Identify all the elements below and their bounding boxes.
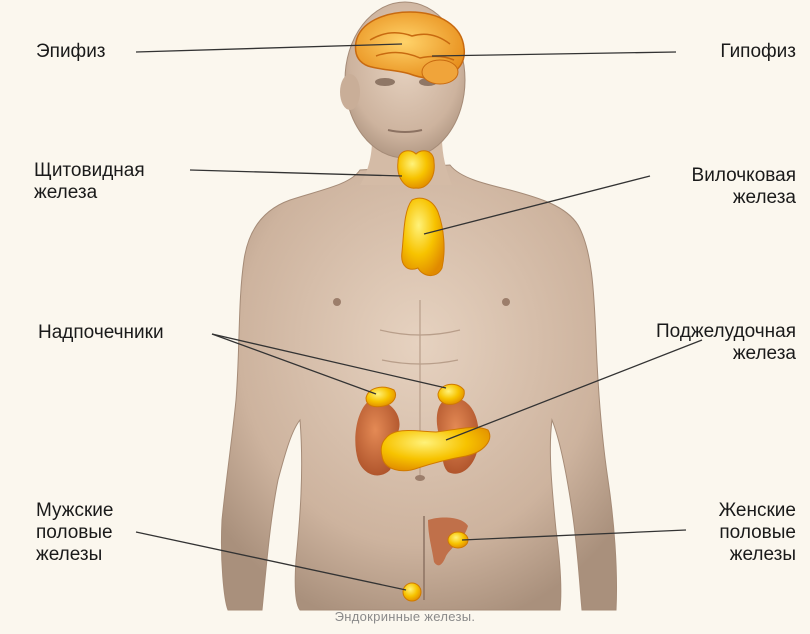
label-male-gonads-line-2: половые [36, 522, 113, 544]
label-thyroid-line-1: Щитовидная [34, 160, 145, 182]
label-thymus-line-2: железа [692, 187, 796, 209]
label-thymus-line-1: Вилочковая [692, 165, 796, 187]
label-female-gonads: Женские половые железы [719, 500, 796, 566]
label-pancreas: Поджелудочная железа [656, 321, 796, 365]
label-epiphysis: Эпифиз [36, 41, 106, 63]
label-pituitary: Гипофиз [720, 41, 796, 63]
label-female-gonads-line-1: Женские [719, 500, 796, 522]
nipple-right [502, 298, 510, 306]
nipple-left [333, 298, 341, 306]
ear [340, 74, 360, 110]
figure-caption: Эндокринные железы. [0, 609, 810, 624]
label-female-gonads-line-3: железы [719, 544, 796, 566]
label-male-gonads-line-3: железы [36, 544, 113, 566]
label-adrenal: Надпочечники [38, 322, 164, 344]
label-pancreas-line-1: Поджелудочная [656, 321, 796, 343]
thyroid-gland [398, 151, 435, 188]
cerebellum [422, 60, 458, 84]
leader-pituitary [432, 52, 676, 56]
label-thymus: Вилочковая железа [692, 165, 796, 209]
navel [415, 475, 425, 481]
label-thyroid: Щитовидная железа [34, 160, 145, 204]
label-adrenal-text: Надпочечники [38, 322, 164, 343]
label-male-gonads-line-1: Мужские [36, 500, 113, 522]
label-male-gonads: Мужские половые железы [36, 500, 113, 566]
eye-left [375, 78, 395, 86]
label-pituitary-text: Гипофиз [720, 41, 796, 62]
label-pancreas-line-2: железа [656, 343, 796, 365]
male-gonad [403, 583, 421, 601]
label-thyroid-line-2: железа [34, 182, 145, 204]
label-female-gonads-line-2: половые [719, 522, 796, 544]
label-epiphysis-text: Эпифиз [36, 41, 106, 62]
